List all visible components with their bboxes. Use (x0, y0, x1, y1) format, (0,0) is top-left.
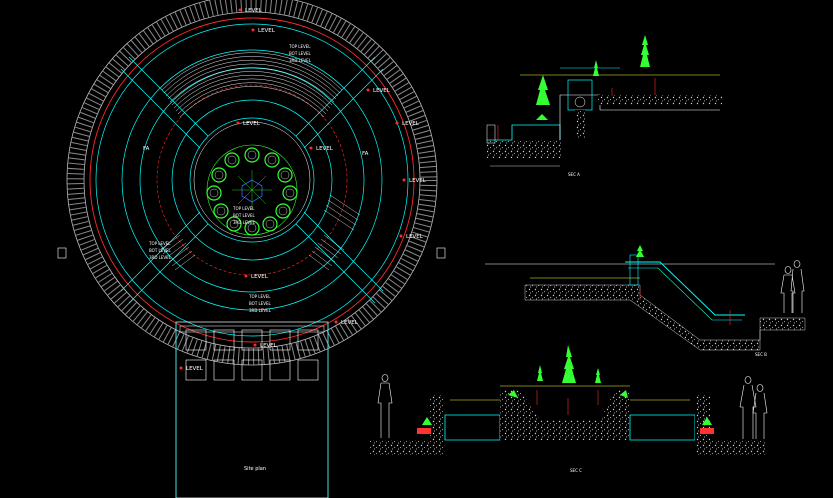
level-group-bottom: TOP LEVEL BOT LEVEL 3RD LEVEL (248, 294, 272, 313)
section-a-plants (536, 35, 650, 120)
level-label: LEVEL (251, 274, 269, 280)
cyan-ring-5 (189, 117, 315, 243)
3rd-level-label: 3RD LEVEL (249, 308, 272, 313)
section-a: SEC A (486, 35, 722, 177)
outer-paving-ring (66, 0, 438, 366)
level-label: LEVEL (258, 28, 276, 34)
site-plan: LEVEL LEVEL LEVEL LEVEL LEVEL LEVEL LEVE… (57, 0, 446, 498)
entrance-plaza (175, 321, 329, 498)
top-level-label: TOP LEVEL (248, 294, 271, 299)
paving-hatch (67, 0, 437, 365)
3rd-level-label: 3RD LEVEL (149, 255, 172, 260)
level-group-top: TOP LEVEL BOT LEVEL 3RD LEVEL (288, 44, 312, 63)
cyan-ring-1 (95, 23, 409, 337)
level-label: LEVEL (409, 178, 427, 184)
section-a-title: SEC A (568, 172, 580, 177)
level-label: LEVEL (186, 366, 204, 372)
bot-level-label: BOT LEVEL (233, 213, 256, 218)
level-label: LEVEL (245, 8, 263, 14)
section-b-title: SEC B (755, 352, 767, 357)
section-c-title: SEC C (570, 468, 582, 473)
bot-level-label: BOT LEVEL (289, 51, 312, 56)
side-stairs (159, 194, 361, 271)
section-a-ground (487, 140, 562, 158)
section-b-ground (524, 284, 806, 351)
fountain-jets (206, 147, 298, 236)
level-annotations: LEVEL LEVEL LEVEL LEVEL LEVEL LEVEL LEVE… (143, 8, 427, 472)
fa-label: FA (143, 146, 150, 152)
3rd-level-label: 3RD LEVEL (233, 220, 256, 225)
top-level-label: TOP LEVEL (232, 206, 255, 211)
top-level-label: TOP LEVEL (148, 241, 171, 246)
section-a-slab (598, 95, 722, 105)
level-label: LEVEL (402, 121, 420, 127)
white-ring-inner (193, 121, 311, 239)
section-c-ground (370, 440, 430, 455)
amphitheater-steps (161, 52, 343, 118)
section-c-people (377, 374, 768, 439)
east-marker (436, 247, 446, 259)
level-label: LEVEL (243, 121, 261, 127)
central-fountain (206, 144, 298, 236)
radial-walkways (120, 56, 384, 304)
cyan-ring-2 (121, 49, 383, 311)
level-label: LEVEL (406, 234, 424, 240)
outer-paving-ring-inner (83, 11, 421, 349)
level-label: LEVEL (316, 146, 334, 152)
level-label: LEVEL (341, 320, 359, 326)
bot-level-label: BOT LEVEL (149, 248, 172, 253)
level-label: LEVEL (373, 88, 391, 94)
red-boundary (89, 17, 415, 343)
cyan-ring-3 (139, 67, 365, 293)
fa-label: FA (362, 151, 369, 157)
section-b: SEC B (485, 245, 806, 357)
cyan-ring-4 (171, 99, 333, 261)
3rd-level-label: 3RD LEVEL (289, 58, 312, 63)
level-group-center: TOP LEVEL BOT LEVEL 3RD LEVEL (232, 206, 256, 225)
level-label: LEVEL (260, 343, 278, 349)
plan-title: Site plan (244, 466, 266, 472)
west-marker (57, 247, 67, 259)
section-c-plants (422, 345, 712, 425)
section-c: SEC C (370, 345, 768, 473)
top-level-label: TOP LEVEL (288, 44, 311, 49)
section-b-people (780, 260, 805, 313)
bot-level-label: BOT LEVEL (249, 301, 272, 306)
level-group-left: TOP LEVEL BOT LEVEL 3RD LEVEL (148, 241, 172, 260)
red-ring-inner (156, 84, 348, 276)
